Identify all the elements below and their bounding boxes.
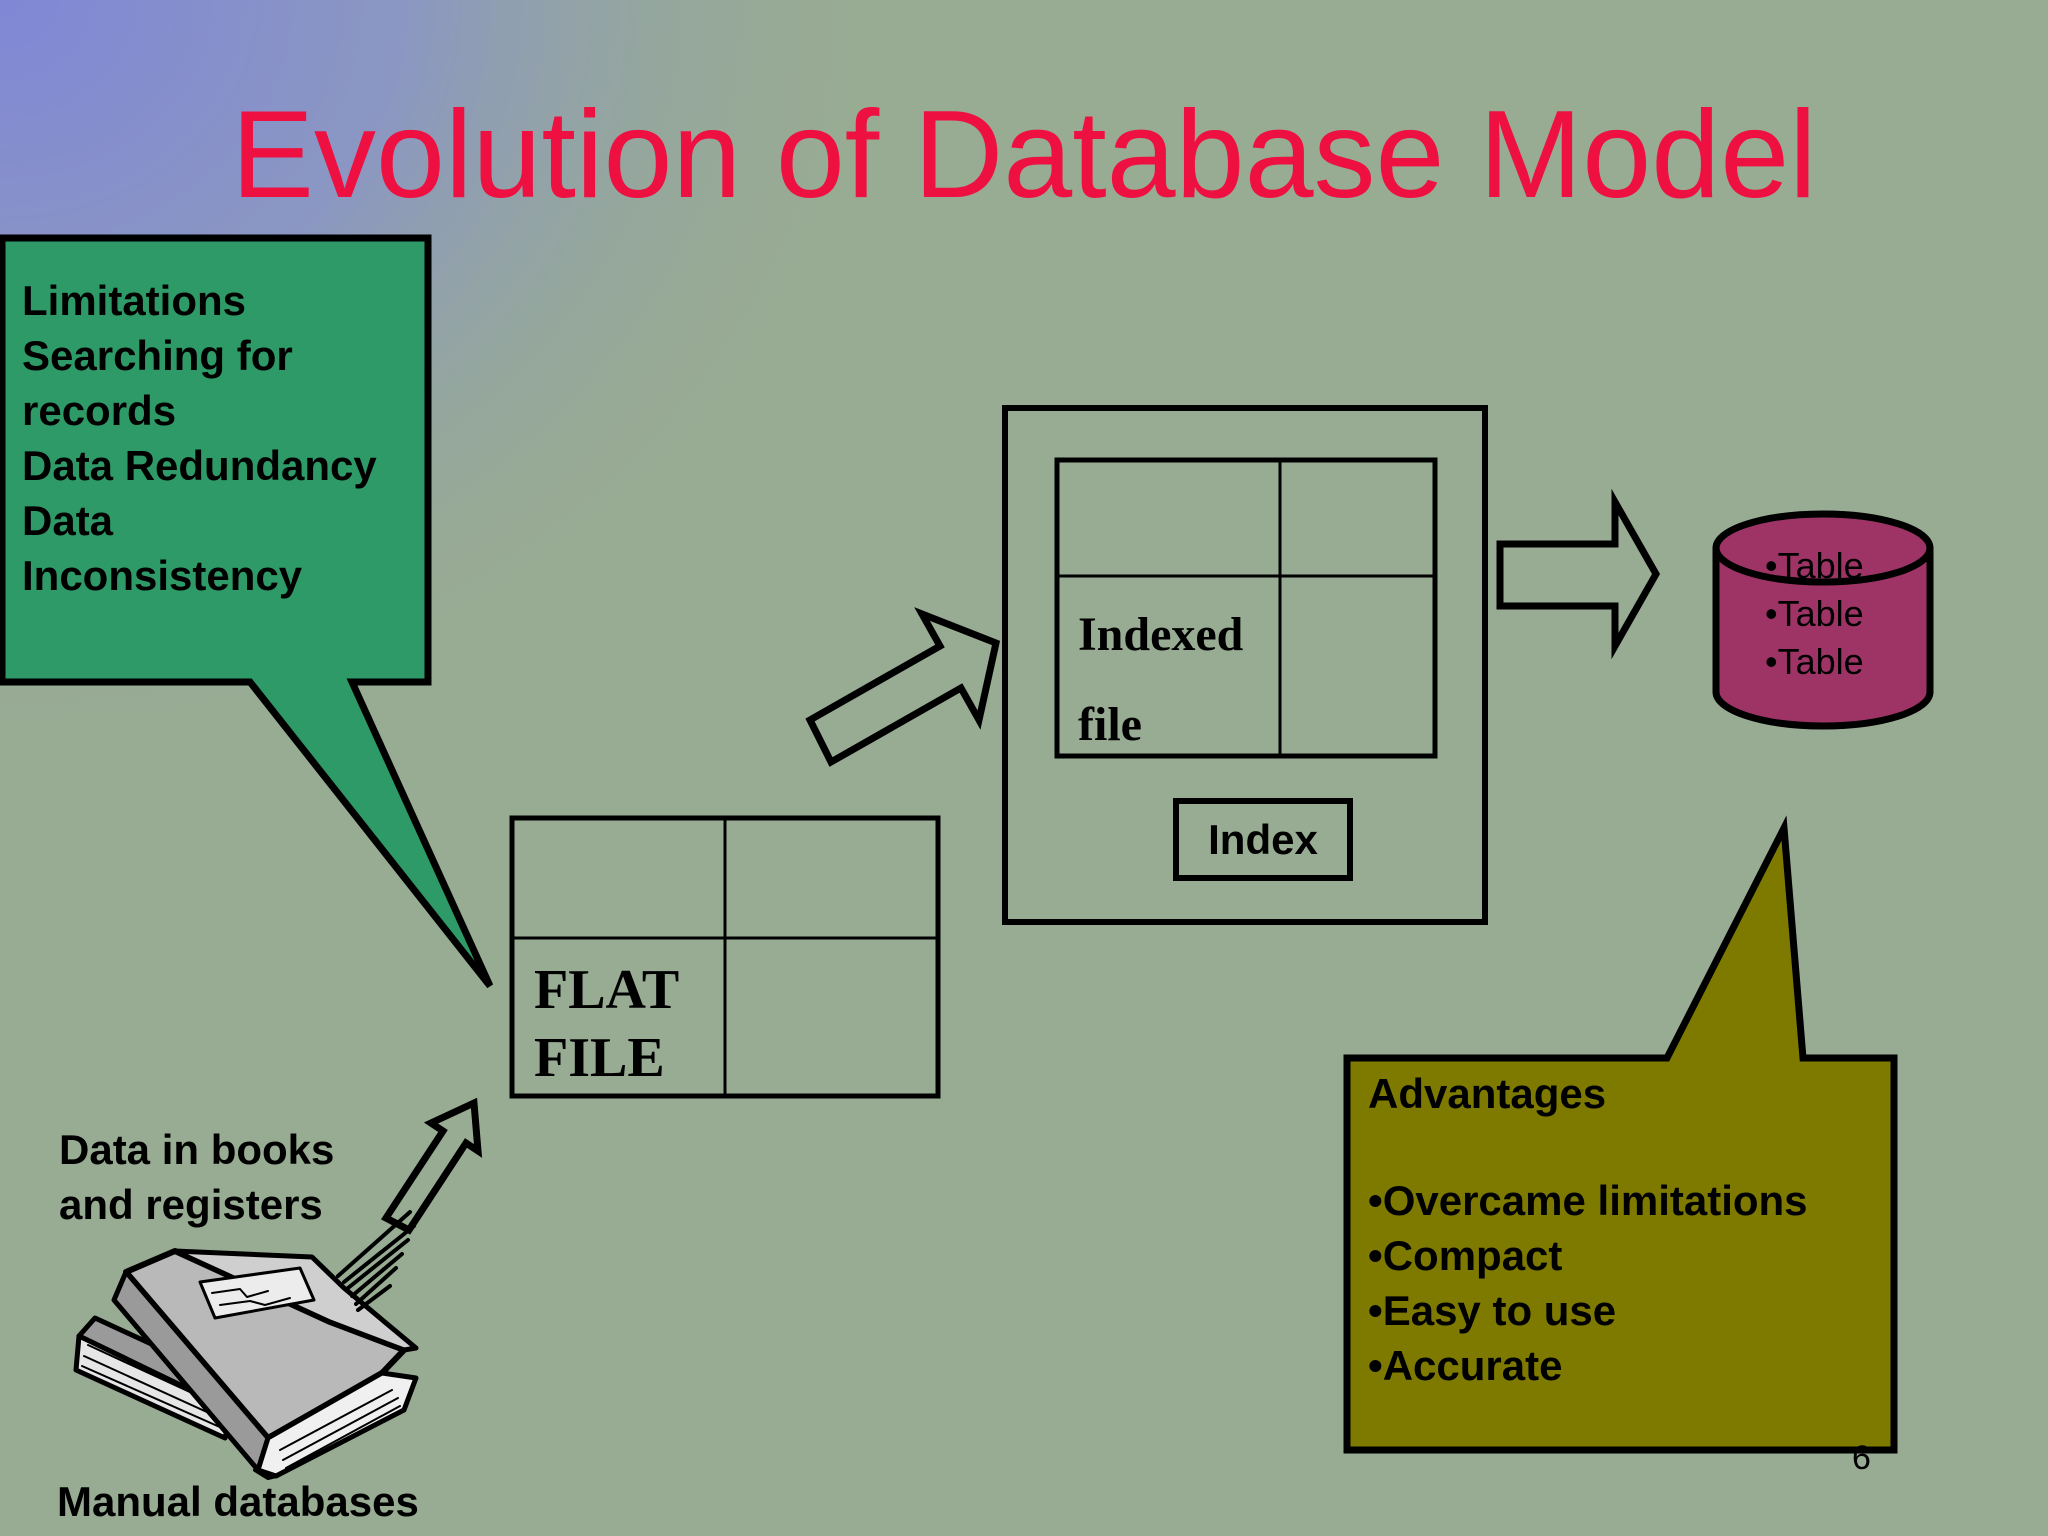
indexed-file-label: Indexed file xyxy=(1078,590,1243,770)
advantages-callout: Advantages •Overcame limitations •Compac… xyxy=(1368,1066,1808,1393)
limitations-callout-shape xyxy=(0,234,494,989)
arrow-flatfile-to-indexed-shape xyxy=(805,607,1001,767)
manual-caption-line: and registers xyxy=(59,1181,323,1228)
flat-file-label: FLAT FILE xyxy=(534,956,679,1092)
books-icon xyxy=(73,1210,419,1480)
page-number: 6 xyxy=(1852,1439,1871,1477)
slide-title: Evolution of Database Model xyxy=(231,86,1817,224)
database-table-item: •Table xyxy=(1765,545,1864,586)
database-tables: •Table •Table •Table xyxy=(1765,542,1864,686)
limitation-item: Data xyxy=(22,497,114,544)
limitation-item: Inconsistency xyxy=(22,552,303,599)
manual-caption-line: Data in books xyxy=(59,1126,335,1173)
advantages-heading: Advantages xyxy=(1368,1070,1607,1117)
arrow-indexed-to-database xyxy=(1496,488,1661,660)
limitation-item: Searching for xyxy=(22,332,293,379)
indexed-file-container xyxy=(1002,405,1488,925)
advantage-item: •Accurate xyxy=(1368,1342,1563,1389)
advantage-item: •Compact xyxy=(1368,1232,1563,1279)
manual-caption: Data in books and registers xyxy=(59,1122,334,1232)
advantages-callout-shape xyxy=(1343,815,1898,1454)
database-table-item: •Table xyxy=(1765,593,1864,634)
limitation-item: records xyxy=(22,387,177,434)
indexed-file-line: file xyxy=(1078,698,1142,751)
limitations-heading: Limitations xyxy=(22,277,247,324)
index-label: Index xyxy=(1208,816,1318,863)
limitation-item: Data Redundancy xyxy=(22,442,377,489)
advantage-item: •Easy to use xyxy=(1368,1287,1617,1334)
manual-databases-label: Manual databases xyxy=(57,1478,419,1525)
flat-file-line: FLAT xyxy=(534,959,680,1021)
advantage-item: •Overcame limitations xyxy=(1368,1177,1808,1224)
database-table-item: •Table xyxy=(1765,641,1864,682)
limitations-callout: Limitations Searching for records Data R… xyxy=(22,273,377,603)
indexed-file-line: Indexed xyxy=(1078,608,1244,661)
database-cylinder-icon xyxy=(1712,510,1934,730)
arrow-books-to-flatfile xyxy=(380,1097,483,1235)
flat-file-table xyxy=(509,815,941,1099)
flat-file-line: FILE xyxy=(534,1027,665,1089)
